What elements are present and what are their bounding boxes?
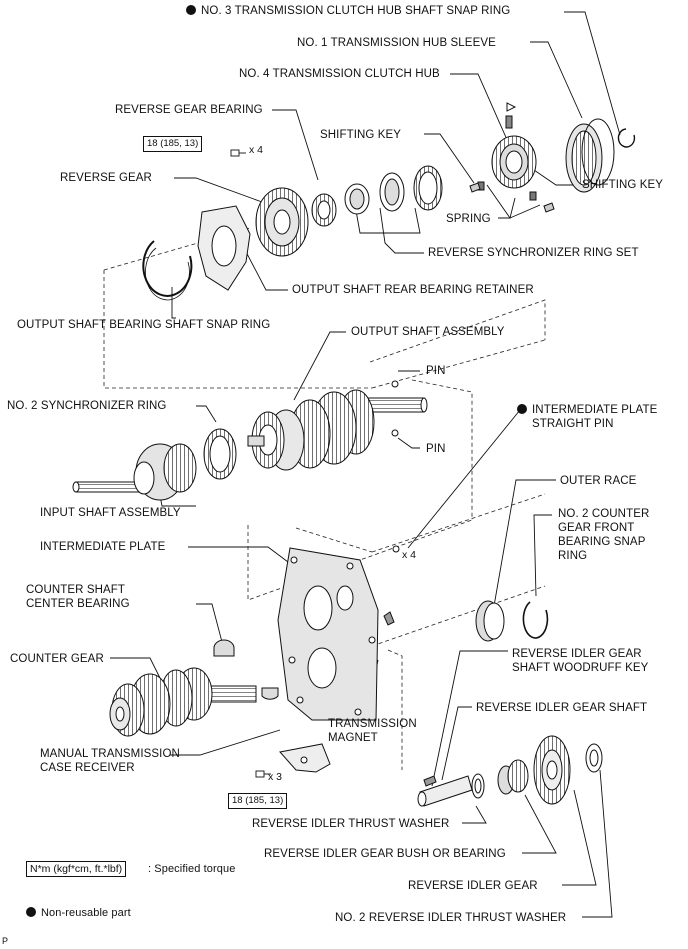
label-pin-upper: PIN: [426, 365, 446, 377]
label-reverse-sync-ring-set: REVERSE SYNCHRONIZER RING SET: [428, 247, 639, 259]
non-reusable-dot-icon: [26, 907, 36, 917]
label-intermediate-plate-pin-line2: STRAIGHT PIN: [532, 418, 614, 430]
label-outer-race: OUTER RACE: [560, 475, 637, 487]
label-idler-thrust-washer: REVERSE IDLER THRUST WASHER: [252, 818, 450, 830]
label-reverse-gear-bearing: REVERSE GEAR BEARING: [115, 104, 263, 116]
label-magnet-l1: TRANSMISSION: [328, 718, 417, 730]
label-counter-gear-snap-ring-l4: RING: [558, 550, 588, 562]
corner-mark: P: [2, 936, 9, 946]
torque-qty-top: x 4: [249, 144, 264, 156]
label-spring: SPRING: [446, 213, 491, 225]
label-sync-ring-2: NO. 2 SYNCHRONIZER RING: [7, 400, 167, 412]
label-output-shaft-assembly: OUTPUT SHAFT ASSEMBLY: [351, 326, 505, 338]
label-input-shaft-assembly: INPUT SHAFT ASSEMBLY: [40, 507, 181, 519]
label-idler-gear-shaft: REVERSE IDLER GEAR SHAFT: [476, 702, 648, 714]
torque-box-bottom: 18 (185, 13): [228, 793, 288, 809]
non-reusable-dot-icon: [517, 404, 527, 414]
label-counter-shaft-bearing-l1: COUNTER SHAFT: [26, 584, 126, 596]
label-intermediate-plate-pin: INTERMEDIATE PLATE: [517, 403, 657, 417]
label-counter-gear-snap-ring-l1: NO. 2 COUNTER: [558, 508, 650, 520]
label-bearing-shaft-snap-ring: OUTPUT SHAFT BEARING SHAFT SNAP RING: [17, 319, 271, 331]
non-reusable-dot-icon: [186, 5, 196, 15]
label-magnet-l2: MAGNET: [328, 732, 378, 744]
legend-torque-text: : Specified torque: [148, 863, 236, 875]
label-intermediate-plate: INTERMEDIATE PLATE: [40, 541, 166, 553]
label-rear-bearing-retainer: OUTPUT SHAFT REAR BEARING RETAINER: [292, 284, 534, 296]
label-counter-shaft-bearing-l2: CENTER BEARING: [26, 598, 130, 610]
label-idler-thrust-washer-2: NO. 2 REVERSE IDLER THRUST WASHER: [335, 912, 567, 924]
label-idler-gear: REVERSE IDLER GEAR: [408, 880, 538, 892]
label-hub-sleeve: NO. 1 TRANSMISSION HUB SLEEVE: [297, 37, 496, 49]
pin-qty: x 4: [402, 549, 417, 561]
label-woodruff-key-l2: SHAFT WOODRUFF KEY: [512, 662, 649, 674]
label-counter-gear: COUNTER GEAR: [10, 653, 104, 665]
label-shifting-key-right: SHIFTING KEY: [582, 179, 664, 191]
legend-nonreusable: Non-reusable part: [26, 906, 131, 920]
label-clutch-hub: NO. 4 TRANSMISSION CLUTCH HUB: [239, 68, 440, 80]
label-case-receiver-l2: CASE RECEIVER: [40, 762, 135, 774]
label-counter-gear-snap-ring-l3: BEARING SNAP: [558, 536, 646, 548]
label-pin-lower: PIN: [426, 443, 446, 455]
label-counter-gear-snap-ring-l2: GEAR FRONT: [558, 522, 635, 534]
torque-box-top: 18 (185, 13): [143, 136, 203, 152]
label-snap-ring-3: NO. 3 TRANSMISSION CLUTCH HUB SHAFT SNAP…: [186, 4, 510, 18]
label-idler-bush: REVERSE IDLER GEAR BUSH OR BEARING: [264, 848, 506, 860]
label-reverse-gear: REVERSE GEAR: [60, 172, 152, 184]
label-shifting-key-top: SHIFTING KEY: [320, 129, 402, 141]
legend-torque-box: N*m (kgf*cm, ft.*lbf): [26, 861, 127, 877]
torque-qty-bottom: x 3: [268, 771, 283, 783]
label-woodruff-key-l1: REVERSE IDLER GEAR: [512, 648, 642, 660]
label-case-receiver-l1: MANUAL TRANSMISSION: [40, 748, 180, 760]
